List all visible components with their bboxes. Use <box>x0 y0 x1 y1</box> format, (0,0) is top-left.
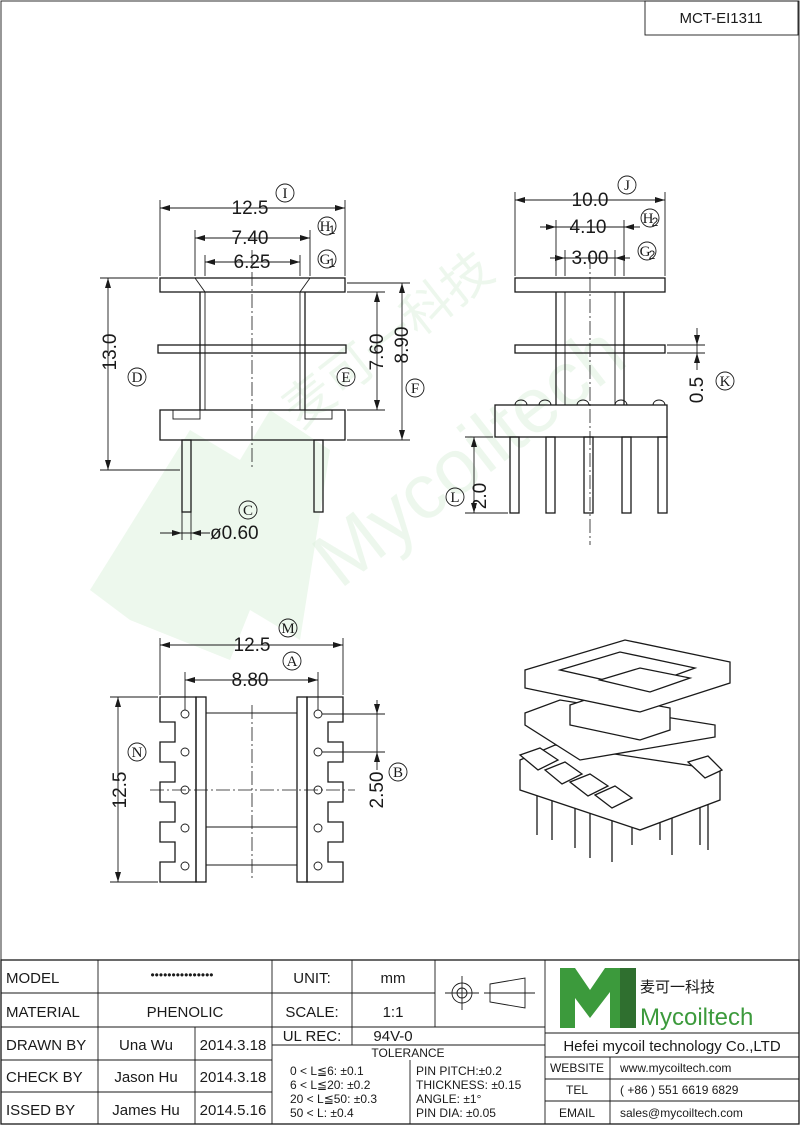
dim-j-value: 10.0 <box>572 190 609 211</box>
label-g2: G <box>640 244 651 260</box>
thickness: THICKNESS: ±0.15 <box>416 1078 522 1092</box>
label-j: J <box>624 178 630 194</box>
dim-e-value: 7.60 <box>367 334 388 371</box>
unit-label: UNIT: <box>293 970 331 987</box>
label-a: A <box>287 654 298 670</box>
label-b: B <box>393 765 403 781</box>
website-label: WEBSITE <box>550 1061 604 1075</box>
dim-c-value: ø0.60 <box>210 523 259 544</box>
dim-g2-value: 3.00 <box>572 248 609 269</box>
label-c: C <box>243 503 253 519</box>
tolerance-1: 0 < L≦6: ±0.1 <box>290 1064 364 1078</box>
tel-value: ( +86 ) 551 6619 6829 <box>620 1083 739 1097</box>
unit-value: mm <box>381 970 406 987</box>
dim-k-value: 0.5 <box>687 377 708 403</box>
label-n: N <box>132 745 143 761</box>
label-h1-sub: 1 <box>329 223 336 237</box>
part-number-box: MCT-EI1311 <box>644 0 799 36</box>
model-label: MODEL <box>6 970 59 987</box>
issued-by-label: ISSED BY <box>6 1102 75 1119</box>
dim-d-value: 13.0 <box>100 334 121 371</box>
company-name: Hefei mycoil technology Co.,LTD <box>563 1038 780 1055</box>
label-g1-sub: 1 <box>329 256 336 270</box>
dim-h2-value: 4.10 <box>570 217 607 238</box>
part-number: MCT-EI1311 <box>679 10 762 27</box>
label-i: I <box>283 186 288 202</box>
dim-n-value: 12.5 <box>110 772 131 809</box>
tolerance-2: 6 < L≦20: ±0.2 <box>290 1078 371 1092</box>
logo-chinese: 麦可一科技 <box>640 979 715 996</box>
label-l: L <box>450 490 459 506</box>
label-h2-sub: 2 <box>652 215 659 229</box>
title-block: MODEL ••••••••••••••• MATERIAL PHENOLIC … <box>0 959 800 1125</box>
pin-dia: PIN DIA: ±0.05 <box>416 1106 496 1120</box>
dim-a-value: 8.80 <box>232 670 269 691</box>
label-h1: H <box>320 219 331 235</box>
side-view: 10.0 J 4.10 H 2 3.00 G 2 0.5 K <box>445 175 735 545</box>
label-k: K <box>720 374 731 390</box>
drawn-by-name: Una Wu <box>119 1037 173 1054</box>
website-value: www.mycoiltech.com <box>619 1061 731 1075</box>
drawn-by-date: 2014.3.18 <box>200 1037 267 1054</box>
label-f: F <box>411 381 419 397</box>
email-label: EMAIL <box>559 1106 595 1120</box>
watermark: Mycoiltech 麦可一科技 <box>90 240 641 660</box>
dim-m-value: 12.5 <box>234 635 271 656</box>
angle: ANGLE: ±1° <box>416 1092 482 1106</box>
label-e: E <box>341 370 350 386</box>
material-label: MATERIAL <box>6 1004 80 1021</box>
label-m: M <box>281 621 294 637</box>
pin-pitch: PIN PITCH:±0.2 <box>416 1064 502 1078</box>
label-g2-sub: 2 <box>649 248 656 262</box>
check-by-label: CHECK BY <box>6 1069 83 1086</box>
check-by-name: Jason Hu <box>114 1069 177 1086</box>
tolerance-3: 20 < L≦50: ±0.3 <box>290 1092 377 1106</box>
ul-value: 94V-0 <box>373 1028 412 1045</box>
label-h2: H <box>643 211 654 227</box>
tolerance-4: 50 < L: ±0.4 <box>290 1106 354 1120</box>
email-value: sales@mycoiltech.com <box>620 1106 743 1120</box>
scale-value: 1:1 <box>383 1004 404 1021</box>
drawn-by-label: DRAWN BY <box>6 1037 86 1054</box>
tolerance-label: TOLERANCE <box>371 1046 444 1060</box>
logo-english: Mycoiltech <box>640 1004 753 1031</box>
check-by-date: 2014.3.18 <box>200 1069 267 1086</box>
dim-b-value: 2.50 <box>367 772 388 809</box>
isometric-view <box>518 639 731 862</box>
bottom-view: 12.5 M 8.80 A 12.5 N 2.50 B <box>110 618 408 883</box>
model-value: ••••••••••••••• <box>150 968 213 982</box>
projection-symbol-icon <box>445 976 535 1010</box>
issued-by-name: James Hu <box>112 1102 180 1119</box>
material-value: PHENOLIC <box>147 1004 224 1021</box>
tel-label: TEL <box>566 1083 588 1097</box>
scale-label: SCALE: <box>285 1004 338 1021</box>
dim-l-value: 2.0 <box>470 483 491 509</box>
dim-h1-value: 7.40 <box>232 228 269 249</box>
front-view: 12.5 I 7.40 H 1 6.25 G 1 13.0 D <box>100 183 425 544</box>
dim-i-value: 12.5 <box>232 198 269 219</box>
issued-by-date: 2014.5.16 <box>200 1102 267 1119</box>
dim-g1-value: 6.25 <box>234 252 271 273</box>
company-logo: 麦可一科技 Mycoiltech <box>560 968 753 1031</box>
ul-label: UL REC: <box>283 1028 342 1045</box>
dim-f-value: 8.90 <box>392 327 413 364</box>
label-d: D <box>132 370 143 386</box>
label-g1: G <box>320 252 331 268</box>
